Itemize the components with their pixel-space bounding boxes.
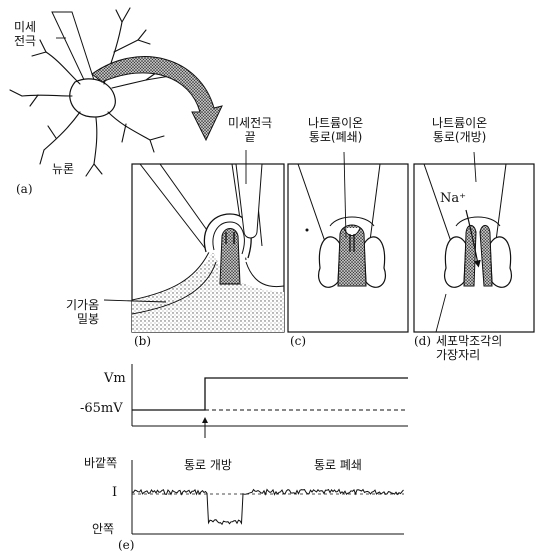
panel-c-box [287, 163, 409, 333]
current-label: I [112, 485, 118, 500]
neuron-label: 뉴론 [52, 162, 75, 176]
open-state-label: 통로 개방 [184, 458, 232, 472]
leader-closed [343, 151, 347, 239]
outside-label: 바깥쪽 [84, 456, 118, 470]
leader-edge [435, 293, 447, 333]
na-ion-label: Na⁺ [440, 191, 466, 206]
panel-d-box [413, 163, 535, 333]
panel-e-label: (e) [118, 538, 135, 552]
panel-a-label: (a) [16, 182, 33, 196]
panel-c-drawing [297, 164, 386, 288]
vm-label: Vm [104, 371, 126, 386]
zoom-arrow [91, 56, 223, 142]
panel-b-label: (b) [134, 334, 152, 348]
neuron-drawing [9, 7, 223, 177]
panel-d-label: (d) [414, 334, 432, 348]
current-trace [131, 460, 404, 535]
microelectrode-a [51, 11, 95, 85]
neuron-soma [69, 78, 116, 118]
rest-potential-label: -65mV [80, 401, 123, 416]
panel-b-drawing [132, 164, 284, 332]
panel-c-label: (c) [290, 334, 307, 348]
closed-state-label: 통로 폐쇄 [314, 458, 362, 472]
voltage-trace [131, 364, 408, 438]
inside-label: 안쪽 [92, 522, 115, 536]
panel-d-drawing [423, 164, 512, 288]
leader-open [473, 151, 477, 183]
leader-seal [103, 299, 167, 303]
